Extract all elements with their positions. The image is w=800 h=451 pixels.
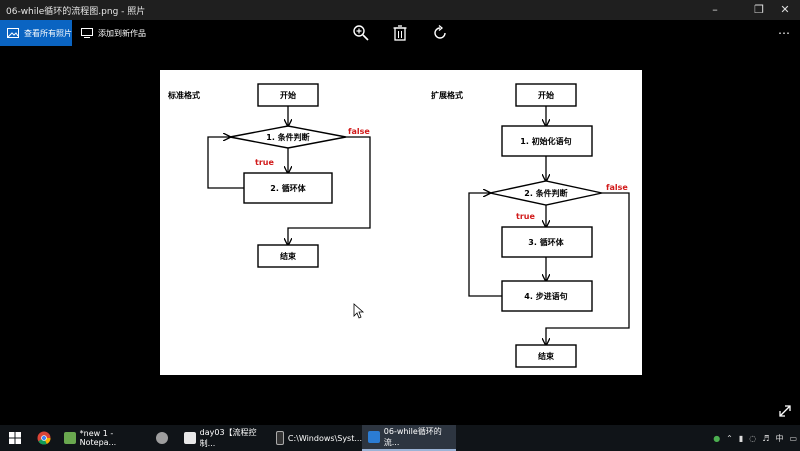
windows-logo-icon — [9, 432, 21, 444]
right-start-label: 开始 — [538, 90, 554, 100]
chrome-taskbar-button[interactable] — [30, 425, 58, 451]
notepad-icon — [64, 432, 76, 444]
taskbar-item-notepad[interactable]: *new 1 - Notepa... — [58, 425, 150, 451]
left-body-box — [243, 172, 333, 204]
add-to-creation-button[interactable]: 添加到新作品 — [74, 20, 146, 46]
system-tray: ● ⌃ ▮ ◌ ♬ 中 ▭ — [710, 425, 800, 451]
console-icon — [276, 431, 284, 445]
taskbar-item-label: 06-while循环的流... — [383, 427, 442, 447]
view-all-photos-label: 查看所有照片 — [24, 28, 72, 38]
taskbar-item-photos[interactable]: 06-while循环的流... — [362, 425, 456, 451]
right-init-label: 1. 初始化语句 — [520, 136, 571, 146]
window-title: 06-while循环的流程图.png - 照片 — [6, 7, 146, 17]
left-end-label: 结束 — [280, 251, 297, 261]
photos-app-icon — [368, 431, 380, 443]
maximize-button[interactable]: ❐ — [754, 3, 764, 16]
right-end-box — [515, 344, 577, 368]
title-bar: 06-while循环的流程图.png - 照片 – ❐ ✕ — [0, 0, 800, 20]
right-end-label: 结束 — [538, 351, 555, 361]
add-creation-icon — [81, 28, 93, 38]
photos-icon — [7, 28, 19, 38]
view-all-photos-button[interactable]: 查看所有照片 — [0, 20, 72, 46]
left-true-label: true — [255, 158, 274, 167]
close-button[interactable]: ✕ — [780, 3, 790, 16]
ime-indicator[interactable]: 中 — [775, 433, 784, 443]
wifi-icon[interactable]: ◌ — [749, 433, 757, 443]
battery-icon[interactable]: ▮ — [738, 433, 744, 443]
taskbar-item-document[interactable]: day03【流程控制... — [178, 425, 270, 451]
left-body-label: 2. 循环体 — [270, 183, 306, 193]
right-condition-label: 2. 条件判断 — [524, 188, 567, 198]
image-canvas: 标准格式 开始 1. 条件判断 true 2. 循环体 false 结束 扩展格… — [160, 70, 642, 375]
flowchart-diagram: 标准格式 开始 1. 条件判断 true 2. 循环体 false 结束 扩展格… — [167, 83, 630, 368]
mouse-cursor-icon — [353, 303, 365, 319]
taskbar-item-cmd[interactable]: C:\Windows\Syst... — [270, 425, 362, 451]
taskbar-item-label: C:\Windows\Syst... — [287, 433, 362, 443]
right-false-label: false — [606, 183, 628, 192]
delete-icon[interactable] — [391, 24, 409, 42]
taskbar-item-label: *new 1 - Notepa... — [79, 429, 117, 447]
left-end-box — [257, 244, 319, 268]
chrome-icon — [37, 431, 51, 445]
document-icon — [184, 432, 196, 444]
taskbar: *new 1 - Notepa... day03【流程控制... C:\Wind… — [0, 425, 800, 451]
add-to-creation-label: 添加到新作品 — [98, 28, 146, 38]
more-options-button[interactable]: ⋯ — [778, 26, 790, 40]
photos-toolbar: 查看所有照片 添加到新作品 ⋯ — [0, 20, 800, 46]
left-false-label: false — [348, 127, 370, 136]
left-heading: 标准格式 — [167, 90, 200, 100]
taskbar-item-app[interactable] — [150, 425, 178, 451]
expand-icon[interactable] — [778, 404, 792, 418]
network-status-icon[interactable]: ● — [713, 433, 721, 443]
volume-icon[interactable]: ♬ — [762, 433, 770, 443]
start-button[interactable] — [0, 425, 30, 451]
minimize-button[interactable]: – — [712, 3, 718, 16]
chevron-up-icon[interactable]: ⌃ — [726, 433, 733, 443]
right-body-label: 3. 循环体 — [528, 237, 564, 247]
left-start-label: 开始 — [280, 90, 296, 100]
right-heading: 扩展格式 — [431, 90, 463, 100]
right-step-label: 4. 步进语句 — [524, 291, 567, 301]
notification-icon[interactable]: ▭ — [789, 433, 797, 443]
app-icon — [156, 432, 168, 444]
rotate-icon[interactable] — [431, 24, 449, 42]
right-true-label: true — [516, 212, 535, 221]
taskbar-item-label: day03【流程控制... — [199, 428, 257, 448]
left-condition-label: 1. 条件判断 — [266, 132, 309, 142]
right-body-box — [501, 226, 593, 258]
right-init-box — [501, 125, 593, 157]
zoom-in-icon[interactable] — [352, 24, 370, 42]
